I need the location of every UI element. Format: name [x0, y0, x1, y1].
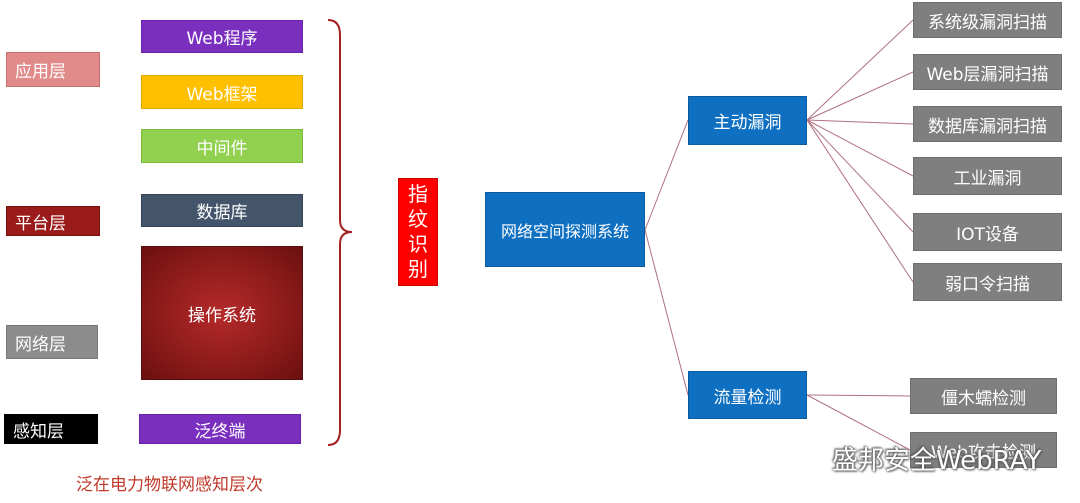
active-item-6: 弱口令扫描 [913, 263, 1062, 301]
link-center-active [644, 119, 689, 231]
fingerprint-char-2: 纹 [408, 207, 428, 231]
fingerprint-char-1: 指 [408, 182, 428, 206]
link-traffic-2 [806, 394, 911, 451]
fingerprint-char-3: 识 [408, 232, 428, 256]
layer-network: 网络层 [6, 325, 98, 359]
active-item-2: Web层漏洞扫描 [913, 54, 1062, 90]
stack-terminal: 泛终端 [139, 414, 301, 444]
stack-web-framework: Web框架 [141, 75, 303, 109]
traffic-item-1: 僵木蠕检测 [910, 378, 1057, 414]
stack-middleware: 中间件 [141, 129, 303, 163]
stack-database: 数据库 [141, 194, 303, 227]
wechat-icon [791, 445, 823, 471]
link-center-traffic [644, 229, 689, 396]
active-item-1: 系统级漏洞扫描 [913, 2, 1062, 38]
layer-platform: 平台层 [6, 206, 100, 236]
link-active-3 [806, 119, 914, 125]
stack-brace [327, 19, 353, 446]
fingerprint-box: 指 纹 识 别 [398, 178, 438, 286]
stack-os: 操作系统 [141, 246, 303, 380]
center-system: 网络空间探测系统 [485, 192, 645, 267]
active-item-5: IOT设备 [913, 213, 1062, 251]
fingerprint-char-4: 别 [408, 257, 428, 281]
link-traffic-1 [806, 394, 911, 397]
link-active-2 [806, 71, 914, 121]
watermark: 盛邦安全WebRAY [790, 440, 1041, 477]
link-active-1 [806, 19, 914, 121]
active-item-3: 数据库漏洞扫描 [913, 106, 1062, 142]
branch-traffic: 流量检测 [688, 371, 807, 419]
figure-caption: 泛在电力物联网感知层次 [76, 475, 263, 495]
stack-web-app: Web程序 [141, 20, 303, 53]
layer-sensing: 感知层 [4, 414, 98, 444]
link-active-6 [806, 119, 914, 283]
traffic-item-2: Web攻击检测 [910, 432, 1057, 468]
link-active-4 [806, 119, 914, 177]
layer-app: 应用层 [6, 52, 100, 87]
branch-active: 主动漏洞 [688, 96, 807, 145]
active-item-4: 工业漏洞 [913, 157, 1062, 195]
watermark-text: 盛邦安全WebRAY [832, 446, 1042, 476]
link-active-5 [806, 119, 914, 233]
